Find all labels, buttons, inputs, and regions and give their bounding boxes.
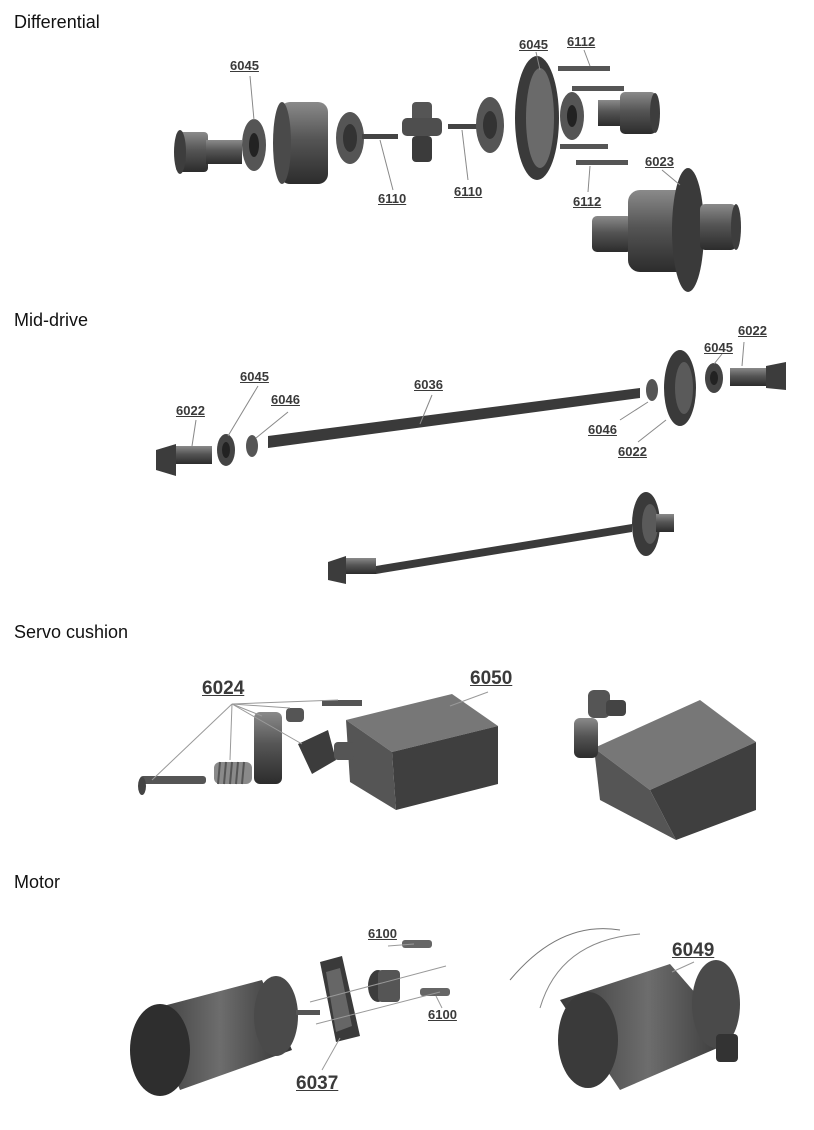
pinion-left — [156, 444, 212, 476]
assembled-motor-6049 — [509, 928, 740, 1090]
cushion-collar — [298, 730, 336, 774]
label-6100-bottom: 6100 — [428, 1007, 457, 1022]
gear-small-right — [476, 97, 504, 153]
label-6022-mid-left: 6022 — [176, 403, 205, 418]
ball-stud — [286, 708, 304, 722]
label-6022-mid-top-right: 6022 — [738, 323, 767, 338]
section-title-differential: Differential — [14, 12, 100, 32]
label-6045-diff-left: 6045 — [230, 58, 259, 73]
label-6050: 6050 — [470, 668, 513, 689]
label-6049: 6049 — [672, 940, 715, 961]
label-6037: 6037 — [296, 1073, 339, 1094]
label-6024: 6024 — [202, 678, 245, 699]
spacer-6046-left — [246, 435, 258, 457]
label-6110-diff-left: 6110 — [378, 191, 407, 206]
cushion-spring — [214, 761, 252, 785]
screw-6112-c — [560, 144, 608, 149]
screw-6112-d — [576, 160, 628, 165]
assembled-differential — [592, 168, 741, 292]
label-6110-diff-right: 6110 — [454, 184, 483, 199]
pin-6110-left — [362, 134, 398, 139]
label-6045-diff-right: 6045 — [519, 37, 548, 52]
screw-6112-a — [558, 66, 610, 71]
assembled-servo — [574, 690, 756, 840]
spider-gears — [402, 102, 442, 162]
driveshaft-6036 — [268, 388, 640, 448]
diff-case — [273, 102, 328, 184]
screw-6100-top — [402, 940, 432, 948]
section-title-servo-cushion: Servo cushion — [14, 622, 129, 642]
mid-drive-exploded — [156, 341, 786, 584]
servo-cushion-exploded — [138, 690, 756, 840]
label-6045-mid-left: 6045 — [240, 369, 269, 384]
label-6100-top: 6100 — [368, 926, 397, 941]
motor-can-left — [130, 976, 298, 1096]
motor-shaft — [296, 1010, 320, 1015]
screw-6100-bottom — [420, 988, 450, 996]
ring-gear — [515, 56, 559, 180]
bearing-6045-mid-left — [217, 434, 235, 466]
label-6036: 6036 — [414, 377, 443, 392]
label-6023: 6023 — [645, 154, 674, 169]
differential-exploded — [174, 49, 741, 292]
spur-gear — [664, 350, 696, 426]
pin-6110-right — [448, 124, 484, 129]
label-6112-diff-bottom: 6112 — [573, 194, 602, 209]
label-6112-diff-top: 6112 — [567, 34, 596, 49]
motor-pinion — [368, 970, 400, 1002]
bearing-6045-left — [242, 119, 266, 171]
servo-6050 — [334, 694, 498, 810]
outdrive-cup-right — [598, 92, 660, 134]
servo-saver-arm — [254, 712, 282, 784]
servo-screw-top — [322, 700, 362, 706]
spacer-6046-right — [646, 379, 658, 401]
servo-screw — [138, 776, 206, 795]
gear-small-left — [336, 112, 364, 164]
section-title-mid-drive: Mid-drive — [14, 310, 89, 330]
label-6046-mid-right: 6046 — [588, 422, 617, 437]
label-6045-mid-right: 6045 — [704, 340, 733, 355]
pinion-right — [730, 362, 786, 390]
bearing-6045-mid-right — [705, 363, 723, 393]
motor-mount-plate-6037 — [320, 956, 360, 1042]
label-6022-mid-bottom-right: 6022 — [618, 444, 647, 459]
motor-exploded — [130, 928, 740, 1096]
outdrive-cup-left — [174, 130, 242, 174]
section-title-motor: Motor — [14, 872, 61, 892]
screw-6112-b — [572, 86, 624, 91]
label-6046-mid-left: 6046 — [271, 392, 300, 407]
assembled-mid-drive — [328, 492, 674, 584]
bearing-6045-right — [560, 92, 584, 140]
